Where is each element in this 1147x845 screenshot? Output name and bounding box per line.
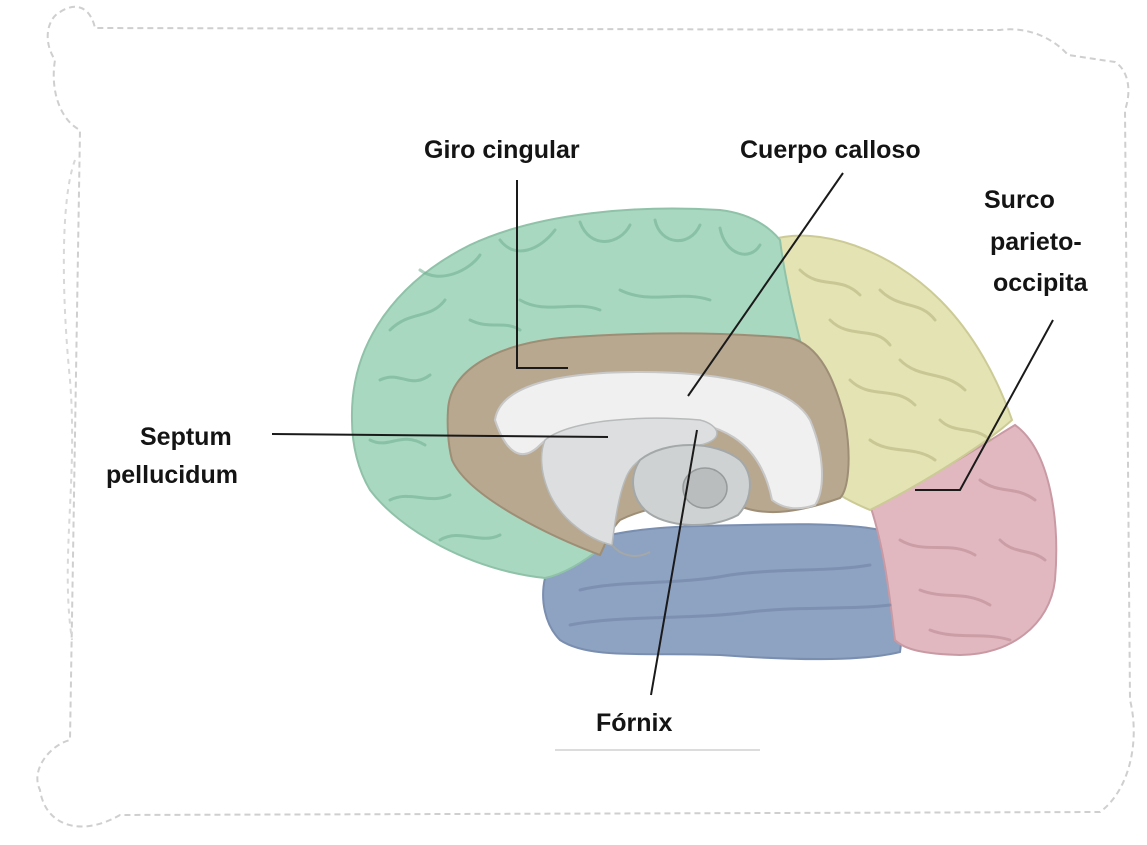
label-septum-line2: pellucidum [106,461,238,489]
septum-pellucidum [540,417,718,546]
occipital-lobe [868,423,1058,657]
brain [350,207,1058,661]
leader-lines [271,172,1054,696]
giro-cingular-leader [516,180,568,369]
label-surco-line2: parieto- [990,228,1082,256]
septum-leader [271,433,609,438]
label-giro-cingular: Giro cingular [424,136,580,164]
fornix-leader [650,429,698,696]
labels: Giro cingular Cuerpo calloso Surco parie… [106,136,1089,737]
label-surco-line3: occipita [993,269,1089,297]
surco-leader [915,319,1054,491]
label-surco-line1: Surco [984,186,1055,214]
label-fornix: Fórnix [596,709,672,737]
label-septum-line1: Septum [140,423,232,451]
label-cuerpo-calloso: Cuerpo calloso [740,136,921,164]
cuerpo-calloso-leader [687,172,844,397]
